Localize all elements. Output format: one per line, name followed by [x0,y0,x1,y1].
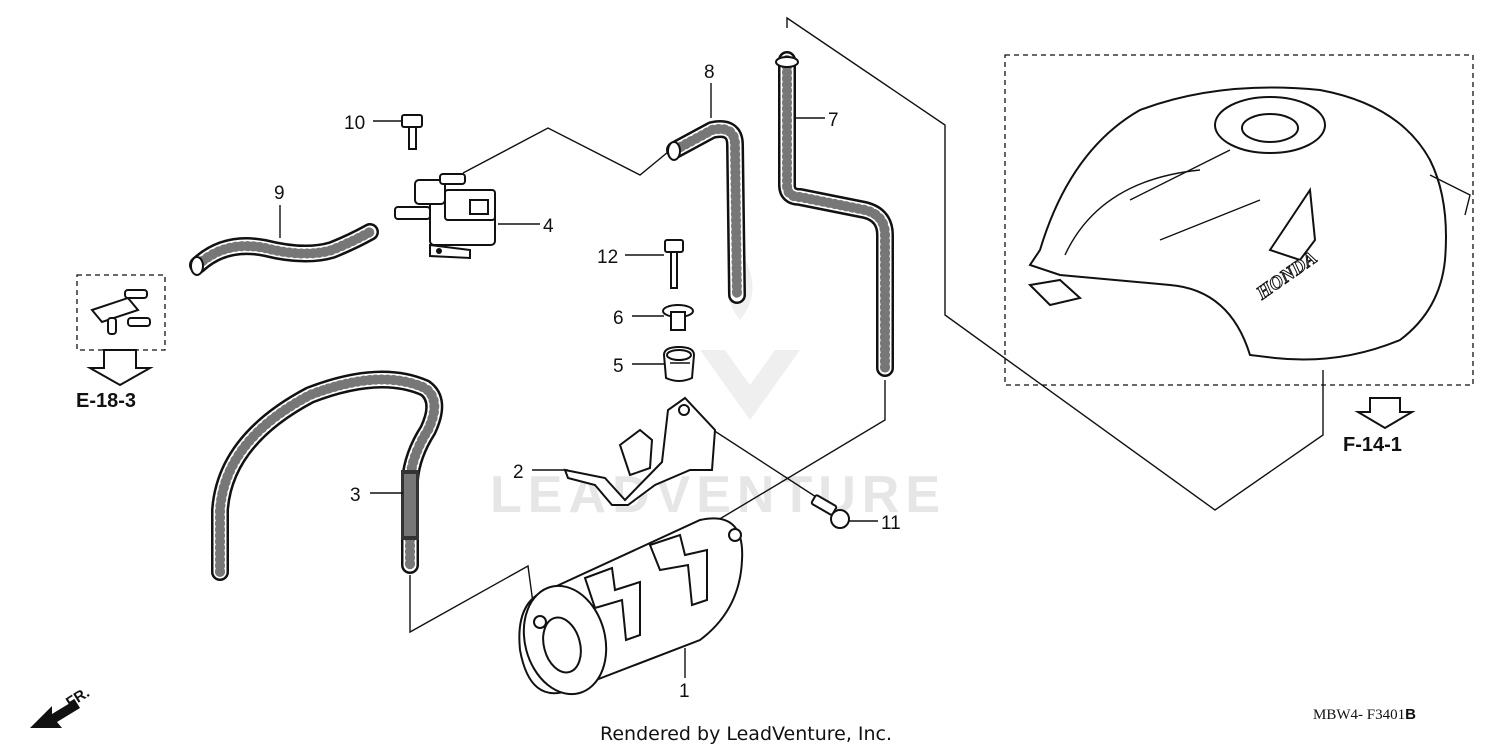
reference-right[interactable]: F-14-1 [1343,434,1402,456]
connection-lines [409,16,1324,634]
callout-4: 4 [543,216,554,237]
grommet-5 [662,345,696,382]
reference-left[interactable]: E-18-3 [76,390,136,412]
hose-8 [666,120,746,304]
diagram-code: MBW4- F3401B [1313,706,1416,723]
callout-7: 7 [828,110,839,131]
purge-valve-4 [394,173,496,260]
callout-9: 9 [274,183,285,204]
front-direction-arrow-icon: FR. [30,684,93,728]
callout-6: 6 [613,308,624,329]
bolt-11 [810,494,850,529]
hose-3 [211,370,444,581]
callout-10: 10 [344,113,365,134]
callout-8: 8 [704,62,715,83]
callout-numbers: 1 2 3 4 5 6 7 8 9 10 11 12 [274,62,901,702]
watermark: LEADVENTURE [490,250,946,524]
callout-3: 3 [350,485,361,506]
callout-leaders [279,83,878,678]
callout-5: 5 [613,356,624,377]
bolt-12 [664,239,684,289]
bolt-10 [401,114,423,150]
bracket-2 [563,396,717,506]
watermark-text: LEADVENTURE [490,466,946,524]
hose-9 [189,223,379,276]
collar-6 [662,304,694,331]
callout-11: 11 [881,513,901,534]
callout-1: 1 [679,681,690,702]
callout-2: 2 [513,462,524,483]
fuel-tank-f-14-1: HONDA [1004,54,1474,430]
footer-credit: Rendered by LeadVenture, Inc. [600,723,892,745]
hose-7 [775,51,894,377]
joint-e-18-3 [76,274,166,387]
canister-1 [518,517,744,696]
callout-12: 12 [597,247,618,268]
